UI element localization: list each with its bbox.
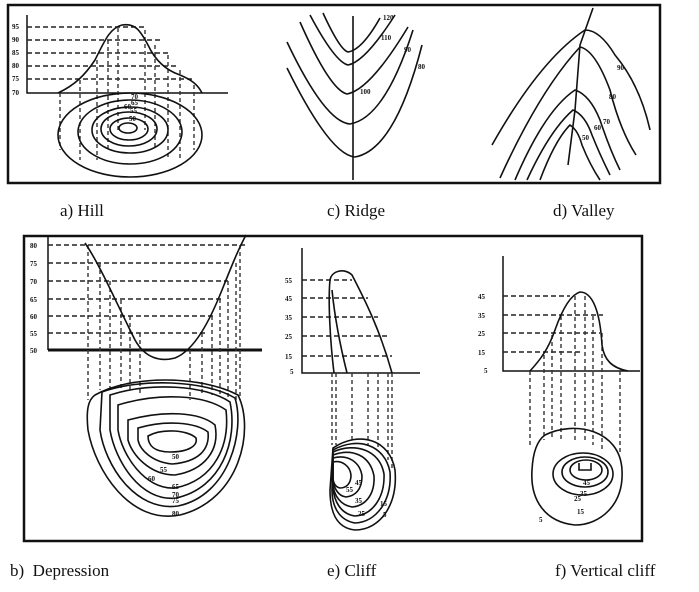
- top-panel-frame: [6, 3, 662, 185]
- cliff-contour-label: 15: [380, 500, 388, 508]
- cliff-contour-label: 35: [355, 497, 363, 505]
- hill-contour-label: 65: [131, 99, 139, 107]
- valley-contour-label: 80: [609, 93, 617, 101]
- hill-contour-label: 60: [124, 103, 132, 111]
- hill-level-lines: [27, 26, 195, 160]
- hill-tick: 80: [12, 62, 20, 70]
- ridge-contour-label: 100: [360, 88, 371, 96]
- depression-contour-label: 65: [172, 483, 180, 491]
- vertical-cliff-tick: 15: [478, 349, 486, 357]
- depression-contour-label: 70: [172, 491, 180, 499]
- ridge-figure: 120 110 90 100 80: [286, 12, 426, 180]
- hill-tick: 95: [12, 23, 20, 31]
- depression-contour-label: 50: [172, 453, 180, 461]
- caption-vertical-cliff: f) Vertical cliff: [555, 561, 656, 580]
- ridge-contour-label: 110: [381, 34, 392, 42]
- vertical-cliff-tick: 5: [484, 367, 488, 375]
- cliff-contour-label: 5: [383, 511, 387, 519]
- ridge-contour-label: 90: [404, 46, 412, 54]
- ridge-contour-label: 120: [383, 14, 394, 22]
- cliff-tick: 35: [285, 314, 293, 322]
- valley-figure: 90 80 70 60 50: [491, 7, 651, 181]
- cliff-axes: [301, 248, 420, 374]
- cliff-tick: 15: [285, 353, 293, 361]
- bottom-panel-frame: [22, 234, 644, 543]
- hill-contours: [57, 92, 203, 178]
- vertical-cliff-tick: 25: [478, 330, 486, 338]
- caption-depression: b) Depression: [10, 561, 110, 580]
- depression-contour-label: 55: [160, 466, 168, 474]
- cliff-contour-label: 25: [358, 510, 366, 518]
- depression-contour-label: 80: [172, 510, 180, 518]
- depression-contour-label: 60: [148, 475, 156, 483]
- depression-contours: [86, 379, 246, 517]
- vertical-cliff-profile: [529, 291, 629, 372]
- depression-tick: 70: [30, 278, 38, 286]
- depression-figure: 80 75 70 65 60 55 50 50 55 60 65 70 75 8…: [30, 234, 262, 518]
- vertical-cliff-contour-label: 35: [580, 490, 588, 498]
- cliff-profile: [328, 270, 393, 374]
- cliff-tick: 5: [290, 368, 294, 376]
- hill-tick: 90: [12, 36, 20, 44]
- valley-contour-label: 70: [603, 118, 611, 126]
- cliff-tick: 45: [285, 295, 293, 303]
- valley-contour-label: 90: [617, 64, 625, 72]
- vertical-cliff-figure: 45 35 25 15 5 45 35 25 15 5: [478, 256, 640, 526]
- caption-valley: d) Valley: [553, 201, 615, 220]
- depression-tick: 80: [30, 242, 38, 250]
- hill-figure: 95 90 85 80 75 70 70 65 60 55 50: [12, 15, 228, 178]
- vertical-cliff-contour-label: 5: [539, 516, 543, 524]
- cliff-tick: 25: [285, 333, 293, 341]
- hill-profile: [57, 23, 203, 94]
- ridge-contour-label: 80: [418, 63, 426, 71]
- vertical-cliff-tick: 45: [478, 293, 486, 301]
- vertical-cliff-axes: [502, 256, 640, 372]
- vertical-cliff-contour-label: 15: [577, 508, 585, 516]
- hill-contour-label: 55: [130, 107, 138, 115]
- cliff-contour-label: 45: [355, 479, 363, 487]
- cliff-figure: 55 45 35 25 15 5 45 55 35 25 15 5: [285, 248, 420, 531]
- hill-axes: [26, 15, 228, 94]
- depression-tick: 75: [30, 260, 38, 268]
- hill-contour-label: 70: [131, 93, 139, 101]
- depression-profile: [84, 234, 247, 361]
- hill-tick: 85: [12, 49, 20, 57]
- caption-cliff: e) Cliff: [327, 561, 377, 580]
- vertical-cliff-tick: 35: [478, 312, 486, 320]
- hill-tick: 75: [12, 75, 20, 83]
- vertical-cliff-contour-label: 45: [583, 479, 591, 487]
- cliff-contour-label: 55: [346, 486, 354, 494]
- caption-hill: a) Hill: [60, 201, 104, 220]
- hill-tick: 70: [12, 89, 20, 97]
- valley-contour-label: 50: [582, 134, 590, 142]
- depression-tick: 60: [30, 313, 38, 321]
- vertical-cliff-contour-label: 25: [574, 495, 582, 503]
- depression-tick: 50: [30, 347, 38, 355]
- depression-contour-label: 75: [172, 497, 180, 505]
- valley-contour-label: 60: [594, 124, 602, 132]
- depression-tick: 55: [30, 330, 38, 338]
- caption-ridge: c) Ridge: [327, 201, 385, 220]
- cliff-contours: [329, 438, 397, 531]
- depression-tick: 65: [30, 296, 38, 304]
- cliff-tick: 55: [285, 277, 293, 285]
- valley-stream-line: [567, 7, 594, 166]
- hill-contour-label: 50: [129, 115, 137, 123]
- vertical-cliff-contours: [531, 427, 623, 526]
